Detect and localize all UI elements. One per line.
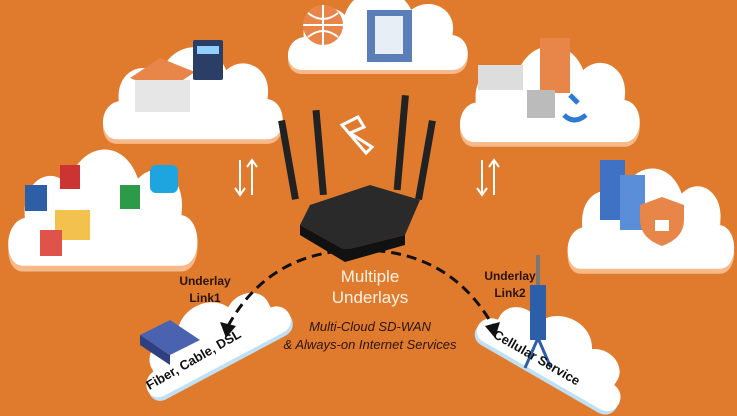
link2-line2: Link2 [494,286,526,300]
underlay-link1-label: Underlay Link1 [165,273,245,307]
arrowhead-left [220,322,236,338]
center-subtitle: Multi-Cloud SD-WAN & Always-on Internet … [260,318,480,354]
underlay-arc [226,248,495,327]
link1-line1: Underlay [179,274,231,288]
office-devices-icon [478,38,588,123]
link1-line2: Link1 [189,291,221,305]
center-title: Multiple Underlays [300,266,440,308]
modem-icon [140,320,200,365]
building-security-icon [600,160,684,246]
title-line2: Underlays [331,288,409,307]
pos-terminal-icon [367,10,412,62]
arrowhead-right [485,322,500,338]
title-line1: Multiple [340,267,400,286]
subtitle-line2: & Always-on Internet Services [283,337,457,352]
router-icon [278,94,436,262]
underlay-link2-label: Underlay Link2 [470,268,550,302]
cloud-banking [102,47,283,144]
subtitle-line1: Multi-Cloud SD-WAN [309,319,431,334]
bidirectional-arrow-icon [234,158,500,197]
link2-line1: Underlay [484,269,536,283]
globe-icon [303,5,343,45]
brand-logo-icon [339,115,375,156]
documents-icon [25,165,178,256]
cell-tower-icon [523,255,553,369]
bank-icon [130,40,223,112]
